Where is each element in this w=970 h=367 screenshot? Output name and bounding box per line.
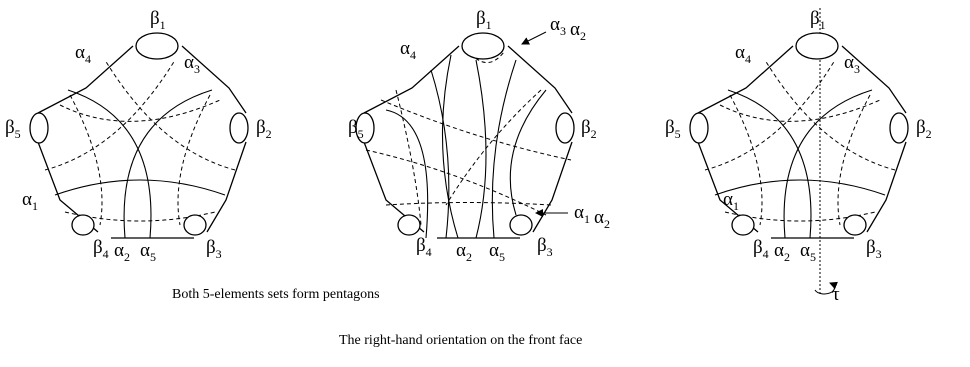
left-label-beta1: β1 [150,8,166,32]
right-edge-right [866,141,907,233]
right-hole-beta1 [795,32,839,60]
middle-hole-beta3 [509,214,533,236]
middle-label-beta5: β5 [348,117,364,141]
right-label-beta2: β2 [916,117,932,141]
right-edge-top-left [697,45,794,114]
rotation-arrow [814,281,838,295]
right-dash-right [837,94,871,226]
caption-orientation: The right-hand orientation on the front … [339,333,583,348]
middle-label-alpha4: α4 [400,38,416,62]
middle-dash-a [380,99,572,161]
left-label-beta3: β3 [206,237,222,261]
middle-edge-right [532,141,573,233]
caption-pentagons: Both 5-elements sets form pentagons [172,287,380,302]
right-dash-top [719,99,881,122]
arrow-a3a2 [521,31,547,45]
right-arc-alpha2 [783,89,873,239]
left-arc-alpha1 [54,179,226,196]
middle-strand-1 [430,69,450,239]
right-label-tau: τ [832,284,840,305]
middle-label-beta2: β2 [581,117,597,141]
right-label-alpha1: α1 [723,189,739,213]
right-label-beta3: β3 [866,237,882,261]
right-label-alpha5: α5 [800,240,816,264]
right-arc-alpha5 [727,89,812,239]
right-label-alpha4: α4 [735,42,751,66]
middle-strand-5 [385,109,429,239]
left-hole-beta1 [135,32,179,60]
right-hole-beta4 [731,214,755,236]
right-label-beta1: β1 [810,8,826,32]
right-arc-alpha1 [714,179,886,196]
right-label-alpha3: α3 [844,52,860,76]
right-label-alpha2: α2 [774,240,790,264]
left-edge-top-right [181,45,247,114]
middle-strand-2 [441,54,459,239]
middle-hole-beta4 [397,214,421,236]
middle-hole-beta1 [461,32,505,60]
left-label-beta5: β5 [5,117,21,141]
left-dash-left [69,94,103,226]
middle-edge-top-left [363,45,460,114]
right-label-beta5: β5 [665,117,681,141]
left-label-beta4: β4 [93,237,109,261]
middle-hole-beta2 [555,112,575,144]
left-label-alpha4: α4 [75,42,91,66]
middle-strand-3 [475,59,487,239]
left-arc-alpha2 [123,89,213,239]
left-arc-alpha5 [67,89,152,239]
middle-dash-d [445,89,542,206]
middle-strand-4 [491,59,517,239]
left-dash-diag1 [44,59,176,171]
middle-dash-e [385,202,552,206]
middle-label-beta4: β4 [416,235,432,259]
middle-edge-top-right [507,45,573,114]
left-hole-beta5 [29,112,49,144]
left-dash-top [59,99,221,122]
right-dash-diag2 [764,59,896,171]
left-label-beta2: β2 [256,117,272,141]
left-edge-right [206,141,247,233]
middle-strand-6 [509,89,547,216]
middle-label-alpha5: α5 [489,240,505,264]
middle-dash-cap [465,47,505,63]
middle-label-beta3: β3 [537,235,553,259]
left-hole-beta2 [229,112,249,144]
right-hole-beta3 [843,214,867,236]
right-hole-beta2 [889,112,909,144]
left-dash-right [177,94,211,226]
middle-label-alpha2: α2 [456,240,472,264]
left-hole-beta4 [71,214,95,236]
middle-dash-b [365,149,547,216]
right-edge-top-right [841,45,907,114]
left-label-alpha5: α5 [140,240,156,264]
left-label-alpha1: α1 [22,189,38,213]
middle-hole-beta5 [355,112,375,144]
right-label-beta4: β4 [753,237,769,261]
right-hole-beta5 [689,112,709,144]
right-dash-diag1 [704,59,836,171]
middle-label-beta1: β1 [476,8,492,32]
left-dash-diag2 [104,59,236,171]
left-hole-beta3 [183,214,207,236]
left-label-alpha2: α2 [114,240,130,264]
left-label-alpha3: α3 [184,52,200,76]
left-edge-top-left [37,45,134,114]
middle-dash-c [395,89,422,226]
